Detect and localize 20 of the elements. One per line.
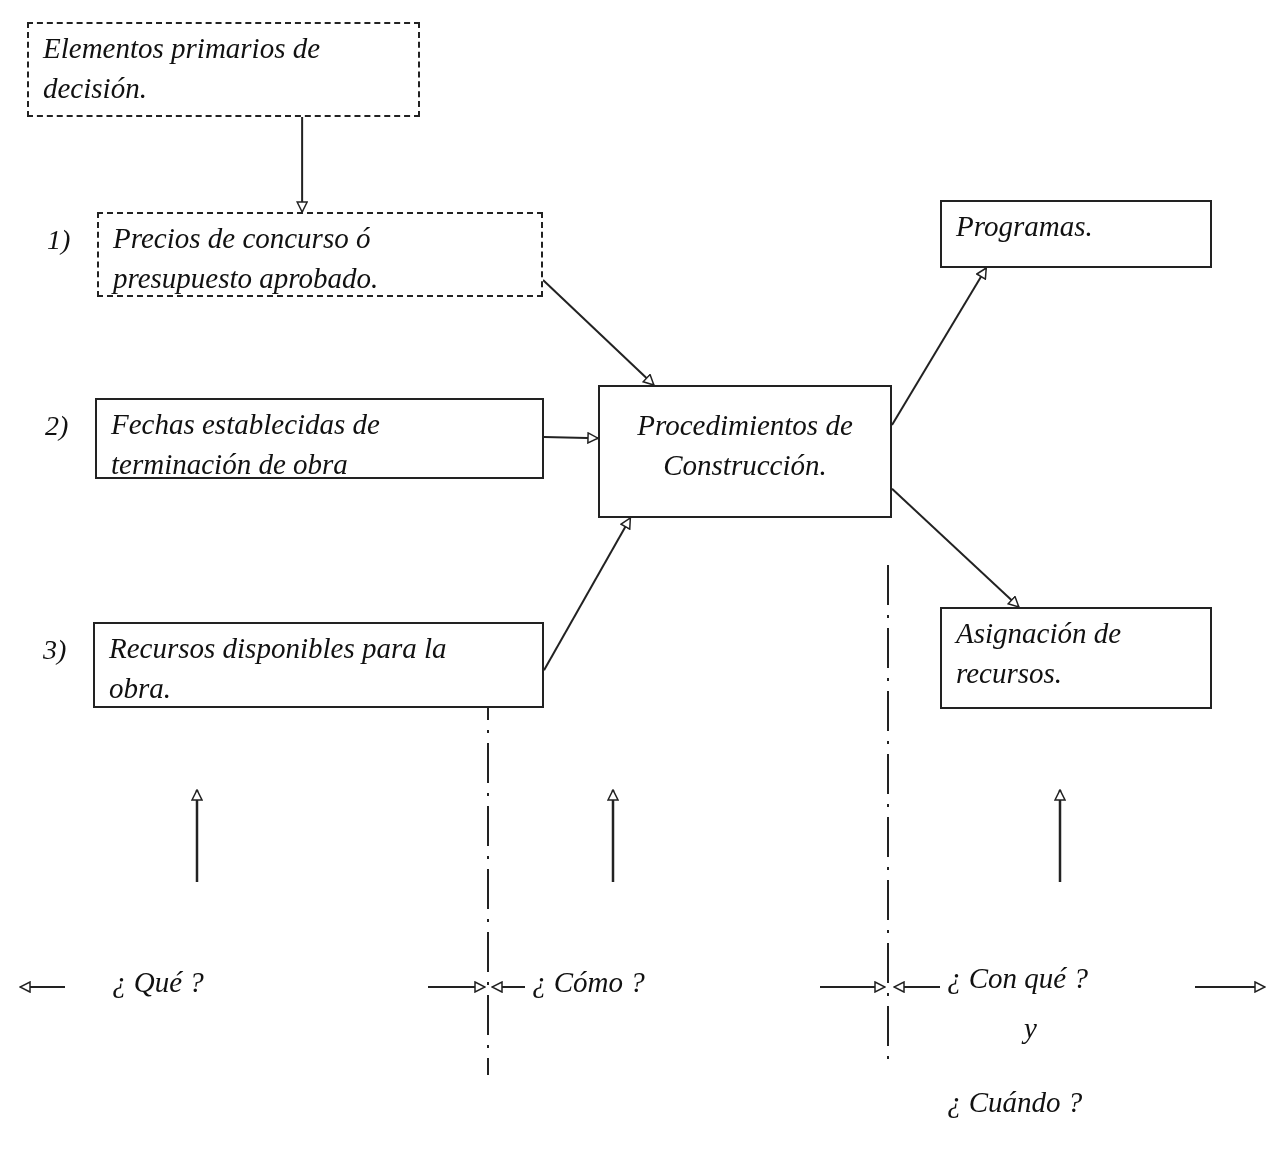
box-text: Asignación de recursos. <box>956 616 1123 691</box>
box-text: Procedimientos de Construcción. <box>636 408 854 483</box>
box-text: Fechas establecidas de terminación de obra <box>111 407 381 482</box>
box-text: Programas. <box>956 209 1094 244</box>
box-text: Elementos primarios de decisión. <box>43 31 322 106</box>
process-box <box>940 607 1212 709</box>
arrow <box>543 432 599 444</box>
process-box <box>27 22 420 117</box>
box-text: Precios de concurso ó presupuesto aprobado. <box>113 221 380 296</box>
item-number: 1) <box>47 223 71 257</box>
arrow <box>891 487 1020 608</box>
arrow <box>543 517 632 672</box>
item-number: 3) <box>43 633 67 667</box>
item-number: 2) <box>45 409 69 443</box>
arrow <box>542 279 655 386</box>
box-text: Recursos disponibles para la obra. <box>109 631 448 706</box>
process-box <box>940 200 1212 268</box>
arrow <box>891 267 988 426</box>
process-box <box>598 385 892 518</box>
arrow <box>296 116 308 213</box>
